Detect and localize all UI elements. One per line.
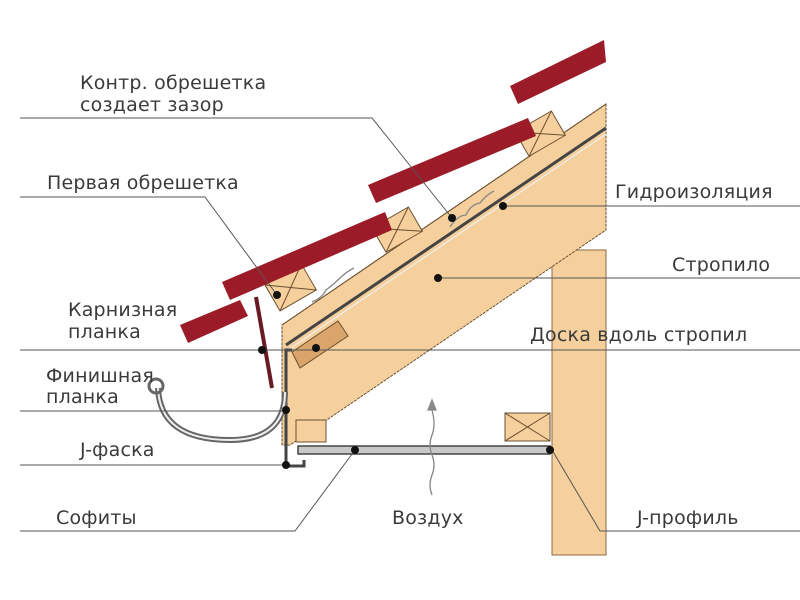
soffit-batten-left bbox=[295, 419, 327, 443]
label-rafter: Стропило bbox=[672, 254, 771, 276]
label-eaves-strip-1: Карнизная bbox=[68, 299, 178, 321]
label-first-batten: Первая обрешетка bbox=[47, 172, 239, 194]
soffit-batten-right bbox=[504, 412, 551, 442]
waterproofing-membrane bbox=[285, 126, 607, 347]
label-j-profile: J-профиль bbox=[637, 507, 739, 529]
label-soffits: Софиты bbox=[56, 507, 137, 529]
eaves-strip bbox=[254, 296, 274, 389]
label-finish-strip-1: Финишная bbox=[46, 365, 154, 387]
label-air: Воздух bbox=[392, 507, 464, 529]
leader-lines bbox=[20, 117, 800, 532]
label-j-chamfer: J-фаска bbox=[80, 439, 155, 461]
soffit-panel bbox=[297, 445, 551, 455]
wall-post bbox=[551, 249, 607, 556]
rafter-board bbox=[291, 320, 349, 369]
label-eaves-strip-2: планка bbox=[68, 321, 141, 343]
leader-dots bbox=[258, 202, 554, 469]
air-flow-arrows bbox=[311, 190, 495, 496]
label-counter-batten-2: создает зазор bbox=[80, 94, 224, 116]
label-finish-strip-2: планка bbox=[46, 386, 119, 408]
label-waterproofing: Гидроизоляция bbox=[615, 181, 773, 203]
label-counter-batten-1: Контр. обрешетка bbox=[80, 72, 267, 94]
batten-3 bbox=[514, 110, 567, 157]
label-rafter-board: Доска вдоль стропил bbox=[530, 324, 748, 346]
